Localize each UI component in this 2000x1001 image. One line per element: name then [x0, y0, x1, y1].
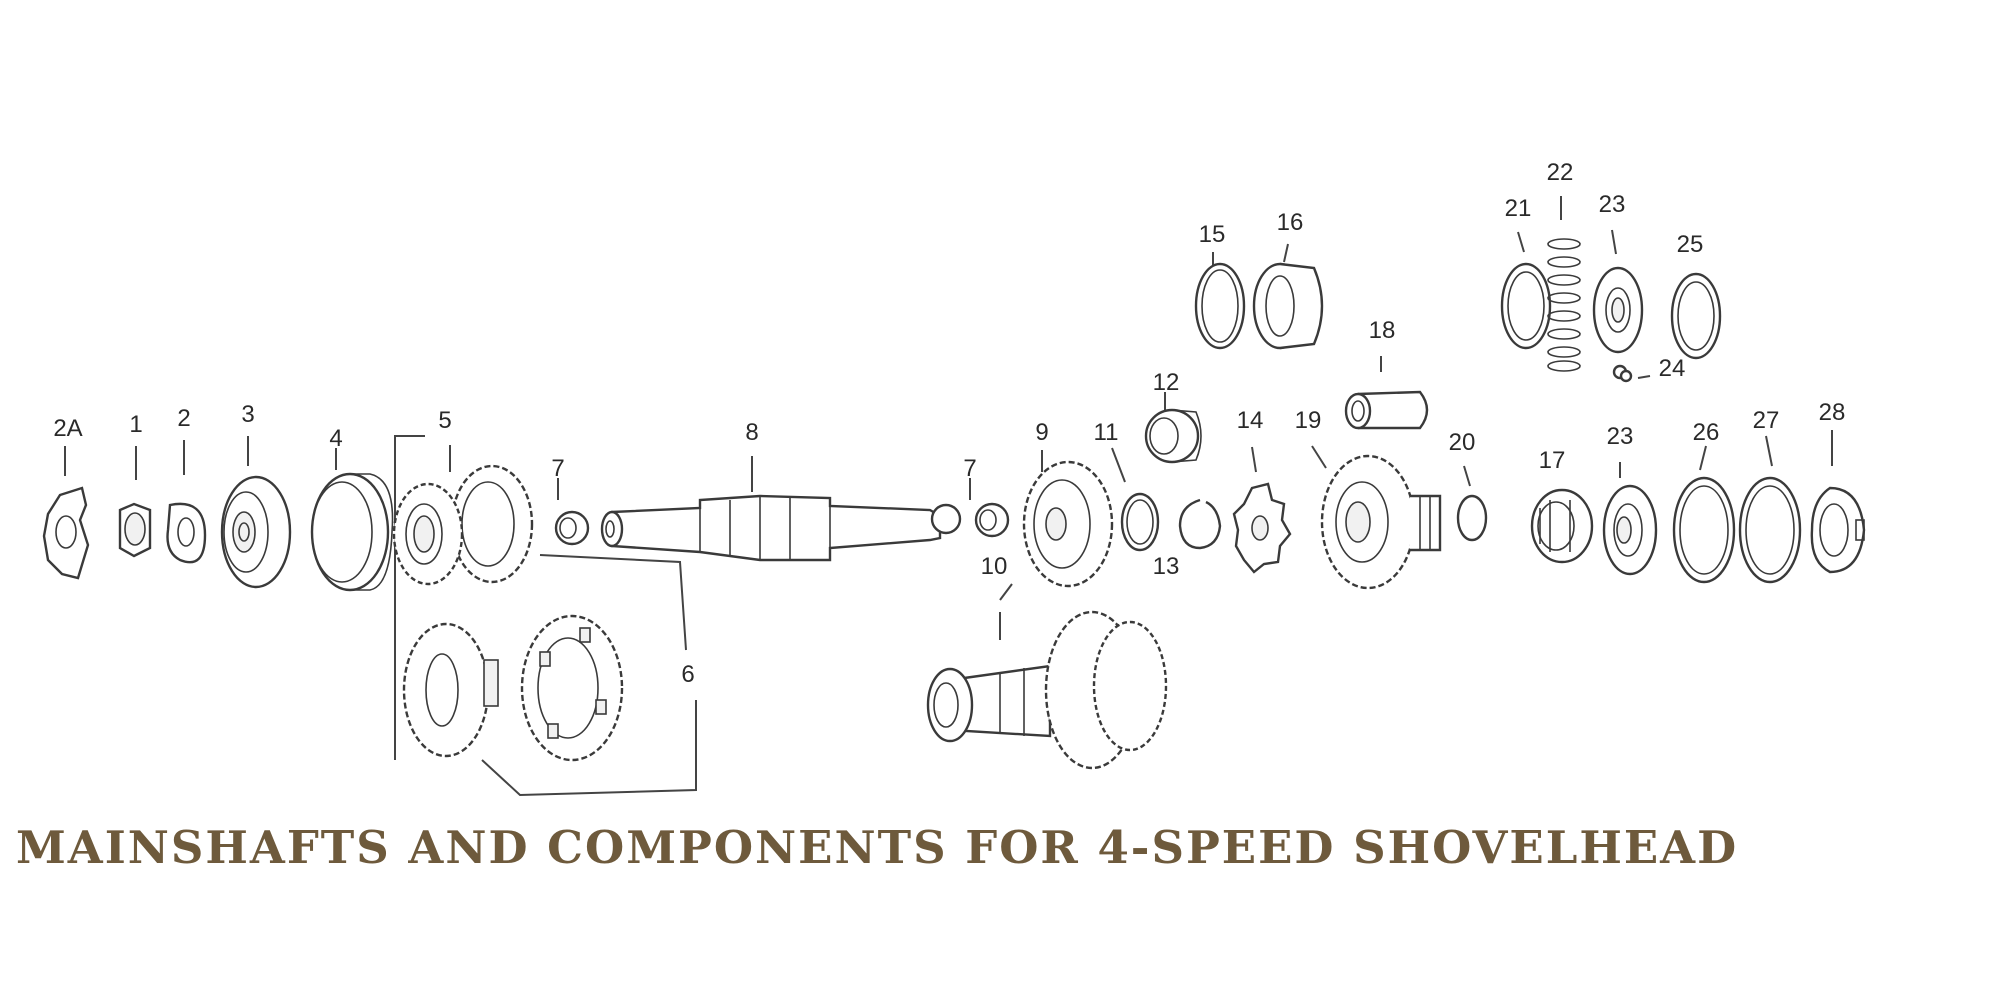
callout-11: 11: [1094, 419, 1119, 446]
callout-7b: 7: [963, 455, 976, 482]
washer-27-icon: [1738, 476, 1802, 584]
callout-10: 10: [981, 553, 1008, 580]
callout-7a: 7: [551, 455, 564, 482]
callout-22: 22: [1547, 159, 1574, 186]
o-ring-20-icon: [1456, 494, 1488, 542]
callout-24: 24: [1659, 355, 1686, 382]
callout-3: 3: [241, 401, 254, 428]
callout-1: 1: [129, 411, 142, 438]
callout-26: 26: [1693, 419, 1720, 446]
sleeve-4-icon: [310, 472, 394, 592]
callout-4: 4: [329, 425, 342, 452]
washer-2-icon: [166, 502, 207, 564]
washer-26-icon: [1672, 476, 1736, 584]
callout-27: 27: [1753, 407, 1780, 434]
callout-8: 8: [745, 419, 758, 446]
countershaft-gear-10-icon: [926, 610, 1168, 770]
callout-19: 19: [1295, 407, 1322, 434]
callout-9: 9: [1035, 419, 1048, 446]
washer-25-icon: [1670, 272, 1722, 360]
callout-13: 13: [1153, 553, 1180, 580]
callout-5: 5: [438, 407, 451, 434]
thrust-washer-11-icon: [1120, 492, 1160, 552]
leader-lines: [64, 196, 1833, 797]
washer-21-icon: [1500, 262, 1552, 350]
mainshaft-8-icon: [600, 494, 962, 562]
bushing-12-icon: [1144, 408, 1202, 464]
gear-19-icon: [1320, 454, 1442, 590]
lock-plate-28-icon: [1810, 486, 1866, 574]
callout-18: 18: [1369, 317, 1396, 344]
callout-labels: 2A 1 2 3 4 5 7 8 7 9 11 12 13 14 15 16 1…: [53, 159, 1845, 688]
nut-1-icon: [118, 502, 152, 558]
bushing-tube-18-icon: [1344, 390, 1429, 430]
callout-25: 25: [1677, 231, 1704, 258]
callout-23b: 23: [1607, 423, 1634, 450]
bearing-17-icon: [1530, 488, 1594, 564]
callout-20: 20: [1449, 429, 1476, 456]
retaining-ring-13-icon: [1178, 498, 1222, 550]
callout-15: 15: [1199, 221, 1226, 248]
gear-5-icon: [392, 464, 534, 586]
ball-24-icon: [1619, 369, 1633, 383]
callout-12: 12: [1153, 369, 1180, 396]
collar-23a-icon: [1592, 266, 1644, 380]
callout-17: 17: [1539, 447, 1566, 474]
callout-2a: 2A: [53, 415, 82, 442]
snap-ring-15-icon: [1194, 262, 1246, 350]
bearing-3-icon: [220, 475, 292, 589]
callout-14: 14: [1237, 407, 1264, 434]
lock-plate-2a-icon: [42, 486, 90, 580]
collar-23b-icon: [1602, 484, 1658, 576]
callout-6: 6: [681, 661, 694, 688]
callout-28: 28: [1819, 399, 1846, 426]
bushing-7b-icon: [974, 502, 1010, 538]
parts: [42, 238, 1866, 770]
gear-9-icon: [1022, 460, 1114, 588]
diagram-title: MAINSHAFTS AND COMPONENTS FOR 4-SPEED SH…: [16, 821, 1739, 874]
callout-2: 2: [177, 405, 190, 432]
callout-23a: 23: [1599, 191, 1626, 218]
callout-21: 21: [1505, 195, 1532, 222]
bushing-7a-icon: [554, 510, 590, 546]
bearing-race-16-icon: [1252, 262, 1324, 350]
callout-16: 16: [1277, 209, 1304, 236]
shifter-clutch-14-icon: [1232, 482, 1292, 574]
gear-set-6-icon: [402, 614, 624, 762]
spring-22-icon: [1547, 238, 1581, 372]
